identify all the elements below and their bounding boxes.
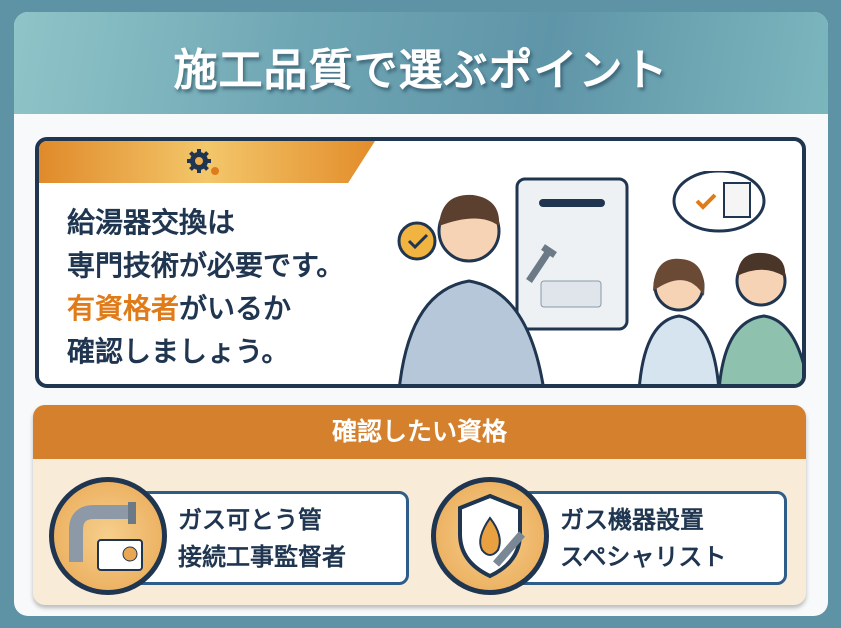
shield-flame-wrench-icon	[431, 477, 549, 595]
message-line: 確認しましょう。	[67, 335, 290, 368]
qualification-line: 接続工事監督者	[178, 543, 346, 571]
qualification-line: ガス可とう管	[178, 506, 322, 534]
qualification-label: ガス可とう管 接続工事監督者	[129, 491, 409, 585]
pipe-license-icon	[49, 477, 167, 595]
card-tab	[39, 141, 375, 183]
header-banner: 施工品質で選ぶポイント	[14, 12, 828, 114]
gear-icon	[187, 149, 219, 175]
message-line: 有資格者がいるか	[67, 292, 292, 325]
qualification-line: スペシャリスト	[560, 543, 727, 571]
infographic-panel: 施工品質で選ぶポイント 給湯器交換は 専門技術が必要です。 有資格者がいるか 確…	[14, 12, 828, 616]
qualification-line: ガス機器設置	[560, 506, 704, 534]
highlight-text: 有資格者	[67, 292, 180, 325]
section-title: 確認したい資格	[33, 405, 806, 459]
message-card: 給湯器交換は 専門技術が必要です。 有資格者がいるか 確認しましょう。	[35, 137, 806, 388]
qualification-label: ガス機器設置 スペシャリスト	[511, 491, 787, 585]
message-line: 給湯器交換は	[67, 206, 236, 239]
message-text: 給湯器交換は 専門技術が必要です。 有資格者がいるか 確認しましょう。	[67, 201, 344, 373]
technician-illustration	[397, 171, 802, 384]
wrench-icon	[526, 244, 557, 283]
page-title: 施工品質で選ぶポイント	[173, 45, 669, 96]
message-line: 専門技術が必要です。	[67, 249, 345, 282]
medal-icon	[397, 221, 437, 261]
qualifications-section: 確認したい資格 ガス可とう管 接続工事監督者 ガス機器設置 スペシャリスト	[33, 405, 806, 605]
